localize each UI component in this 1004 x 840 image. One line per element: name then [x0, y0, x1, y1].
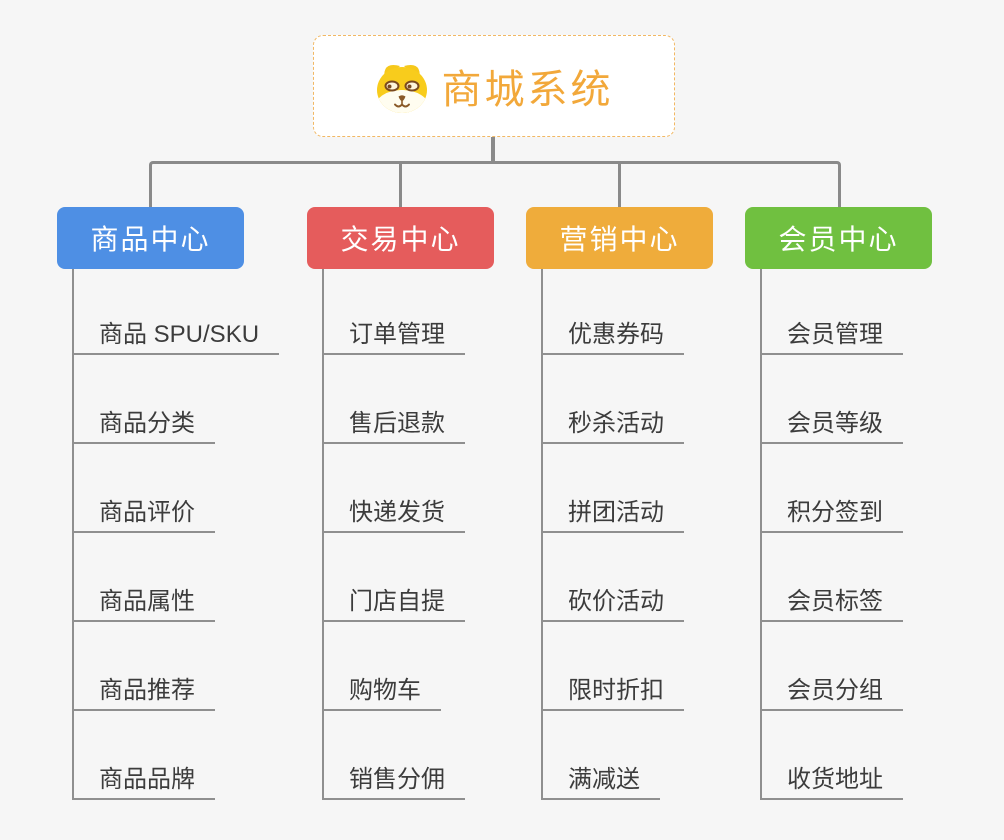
branch-node-member-center[interactable]: 会员中心 — [745, 207, 932, 269]
child-node[interactable]: 满减送 — [541, 764, 660, 800]
root-title: 商城系统 — [441, 68, 614, 112]
connector-trunk-trade — [322, 269, 324, 799]
child-node[interactable]: 商品品牌 — [72, 764, 215, 800]
connector-trunk-product — [72, 269, 74, 799]
child-node[interactable]: 会员分组 — [760, 675, 903, 711]
child-node[interactable]: 会员管理 — [760, 319, 903, 355]
children-list-trade: 订单管理 售后退款 快递发货 门店自提 购物车 销售分佣 — [322, 269, 465, 800]
children-list-product: 商品 SPU/SKU 商品分类 商品评价 商品属性 商品推荐 商品品牌 — [72, 269, 280, 800]
child-node[interactable]: 优惠券码 — [541, 319, 684, 355]
child-node[interactable]: 商品分类 — [72, 408, 215, 444]
children-list-marketing: 优惠券码 秒杀活动 拼团活动 砍价活动 限时折扣 满减送 — [541, 269, 684, 800]
connector-drop-trade — [399, 161, 402, 210]
child-node[interactable]: 商品推荐 — [72, 675, 215, 711]
child-node[interactable]: 砍价活动 — [541, 586, 684, 622]
branch-node-marketing-center[interactable]: 营销中心 — [526, 207, 713, 269]
child-node[interactable]: 限时折扣 — [541, 675, 684, 711]
child-node[interactable]: 快递发货 — [322, 497, 465, 533]
child-node[interactable]: 购物车 — [322, 675, 441, 711]
child-node[interactable]: 收货地址 — [760, 764, 903, 800]
child-node[interactable]: 订单管理 — [322, 319, 465, 355]
child-node[interactable]: 积分签到 — [760, 497, 903, 533]
child-node[interactable]: 拼团活动 — [541, 497, 684, 533]
child-node[interactable]: 售后退款 — [322, 408, 465, 444]
child-node[interactable]: 销售分佣 — [322, 764, 465, 800]
connector-trunk-marketing — [541, 269, 543, 799]
shiba-dog-icon — [375, 58, 429, 114]
child-node[interactable]: 商品属性 — [72, 586, 215, 622]
child-node[interactable]: 商品评价 — [72, 497, 215, 533]
child-node[interactable]: 会员等级 — [760, 408, 903, 444]
branch-node-product-center[interactable]: 商品中心 — [57, 207, 244, 269]
branch-node-trade-center[interactable]: 交易中心 — [307, 207, 494, 269]
connector-drop-marketing — [618, 161, 621, 210]
child-node[interactable]: 秒杀活动 — [541, 408, 684, 444]
child-node[interactable]: 商品 SPU/SKU — [72, 319, 280, 355]
connector-frame — [149, 161, 841, 210]
connector-root-stub — [491, 137, 495, 164]
connector-trunk-member — [760, 269, 762, 799]
child-node[interactable]: 门店自提 — [322, 586, 465, 622]
child-node[interactable]: 会员标签 — [760, 586, 903, 622]
children-list-member: 会员管理 会员等级 积分签到 会员标签 会员分组 收货地址 — [760, 269, 903, 800]
root-node-mall-system[interactable]: 商城系统 — [313, 35, 675, 137]
